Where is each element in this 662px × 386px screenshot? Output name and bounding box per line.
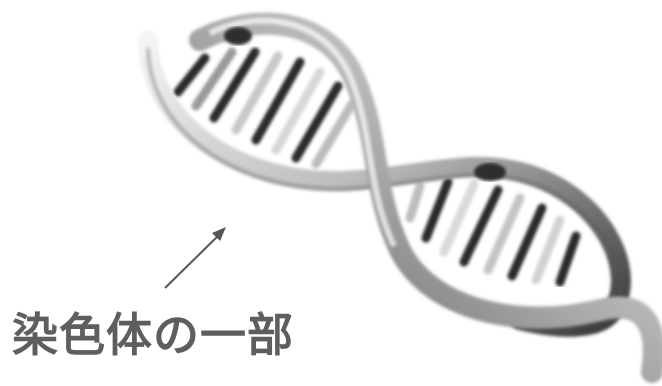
helix-node-top [224, 27, 252, 45]
diagram-caption: 染色体の一部 [12, 312, 294, 358]
pointer-arrow [165, 227, 226, 288]
base-pairs-lower [410, 182, 576, 282]
helix-node-middle [474, 163, 506, 181]
